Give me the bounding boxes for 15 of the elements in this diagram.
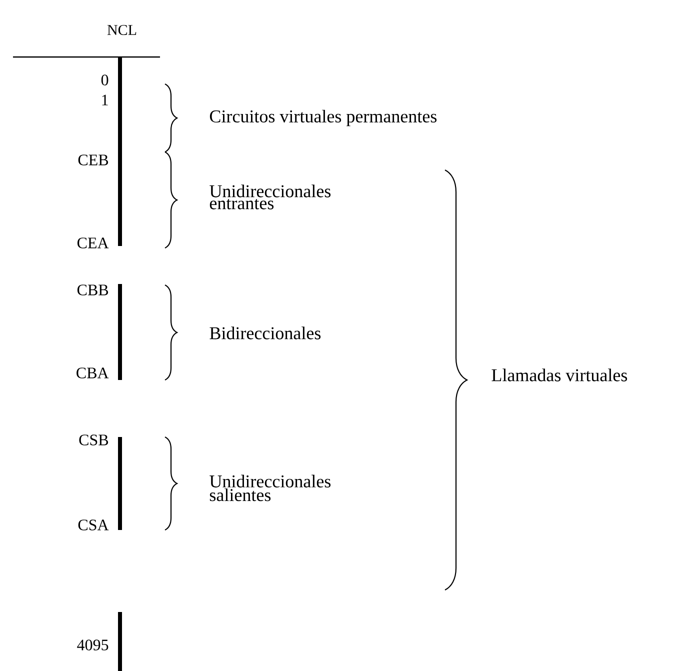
range-label: Unidireccionales salientes [210,474,331,502]
scale-value: CSB [79,434,108,446]
scale-value: 4095 [77,640,108,650]
scale-value: CEA [77,238,109,248]
scale-value: CEB [78,154,108,166]
scale-value: 1 [102,94,108,106]
scale-value: CSA [78,520,109,530]
range-label: Llamadas virtuales [492,368,628,382]
column-heading: NCL [107,24,136,36]
range-label: Circuitos virtuales permanentes [210,110,437,126]
scale-value: CBA [76,368,109,378]
range-label: Unidireccionales entrantes [210,184,331,210]
scale-value: CBB [77,284,108,296]
range-label: Bidireccionales [210,326,321,340]
scale-value: 0 [101,74,108,86]
